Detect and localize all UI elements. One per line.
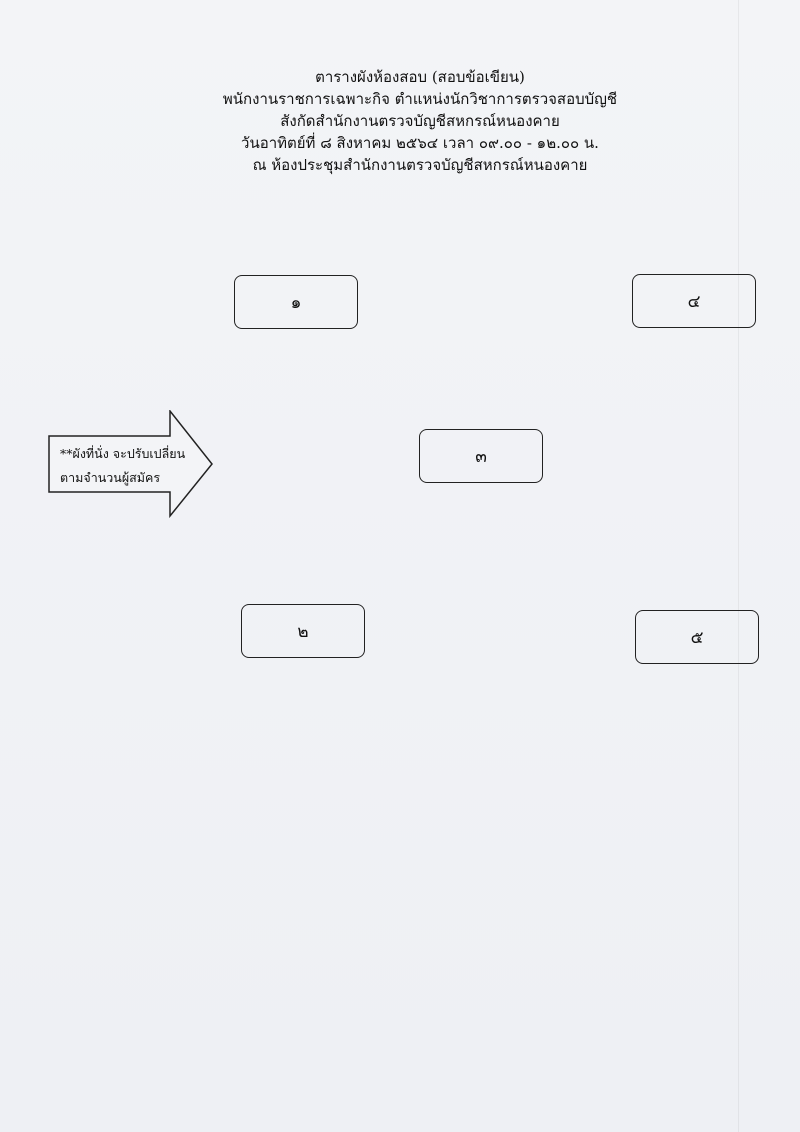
header-venue: ณ ห้องประชุมสำนักงานตรวจบัญชีสหกรณ์หนองค… [252, 156, 588, 174]
seat-number-4: ๔ [687, 291, 701, 312]
seat-box-1: ๑ [234, 275, 358, 329]
paper-fold-line [738, 0, 739, 1132]
seating-note-line-1: **ผังที่นั่ง จะปรับเปลี่ยน [60, 446, 186, 461]
seat-number-5: ๕ [690, 627, 704, 648]
seating-note-line-2: ตามจำนวนผู้สมัคร [60, 470, 161, 485]
header-office: สังกัดสำนักงานตรวจบัญชีสหกรณ์หนองคาย [280, 112, 560, 130]
header-title: ตารางผังห้องสอบ (สอบข้อเขียน) [315, 68, 525, 86]
seat-number-3: ๓ [475, 446, 487, 467]
header-datetime: วันอาทิตย์ที่ ๘ สิงหาคม ๒๕๖๔ เวลา ๐๙.๐๐ … [241, 134, 599, 152]
seat-box-4: ๔ [632, 274, 756, 328]
seat-number-2: ๒ [297, 621, 309, 642]
seat-box-2: ๒ [241, 604, 365, 658]
document-header: ตารางผังห้องสอบ (สอบข้อเขียน) พนักงานราช… [0, 66, 800, 176]
seat-box-3: ๓ [419, 429, 543, 483]
header-position: พนักงานราชการเฉพาะกิจ ตำแหน่งนักวิชาการต… [222, 90, 618, 108]
seating-note: **ผังที่นั่ง จะปรับเปลี่ยน ตามจำนวนผู้สม… [60, 442, 210, 490]
note-arrow: **ผังที่นั่ง จะปรับเปลี่ยน ตามจำนวนผู้สม… [48, 410, 214, 518]
right-arrow-icon [48, 410, 213, 518]
seat-number-1: ๑ [290, 292, 302, 313]
seat-box-5: ๕ [635, 610, 759, 664]
